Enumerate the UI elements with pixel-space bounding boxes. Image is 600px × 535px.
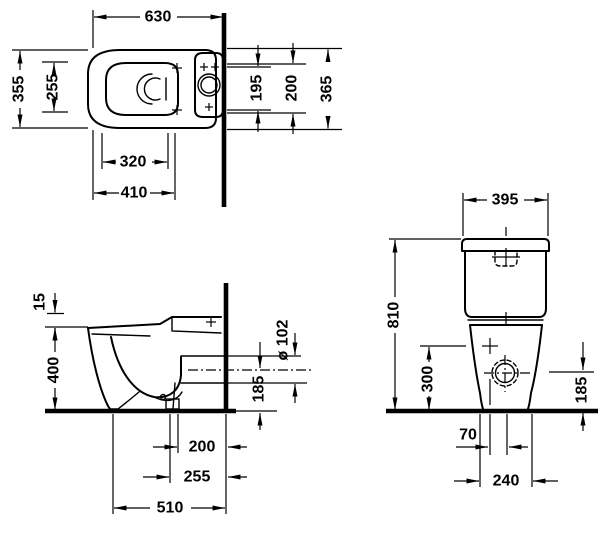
front-view-extension-lines: [389, 193, 594, 487]
dim-label-255-top: 255: [45, 74, 62, 101]
toilet-side-profile: [87, 316, 225, 410]
flush-valve-circle-outer: [197, 73, 221, 97]
dimension-355: 355: [11, 51, 28, 127]
dimension-240: 240: [454, 473, 558, 490]
dim-label-400: 400: [46, 357, 63, 384]
dim-label-320: 320: [120, 154, 147, 171]
dim-label-395: 395: [492, 192, 519, 209]
cistern-fixing-markers: [200, 63, 219, 111]
dimension-410: 410: [94, 185, 174, 202]
side-view: 15 400 ø 102 185 200 255: [32, 283, 311, 517]
dimension-510: 510: [114, 500, 225, 517]
dim-label-810: 810: [386, 302, 403, 329]
dim-label-510: 510: [157, 500, 184, 517]
top-view-extension-lines: [12, 10, 342, 200]
dim-label-240: 240: [493, 473, 520, 490]
dimension-255-top: 255: [45, 63, 62, 111]
dim-label-70: 70: [459, 427, 477, 444]
dim-label-195: 195: [249, 75, 266, 102]
dimension-outlet-diameter: ø 102: [275, 319, 298, 403]
dim-label-355: 355: [11, 76, 28, 103]
dimension-15: 15: [32, 293, 58, 341]
bowl-opening-outline: [105, 62, 179, 116]
front-view: 395 810 300 185 70 240: [386, 192, 598, 490]
dim-label-255-side: 255: [184, 469, 211, 486]
dimension-200-top: 200: [284, 43, 301, 134]
dim-label-185-front: 185: [574, 377, 591, 404]
flush-valve-circle-inner: [200, 76, 218, 94]
dimension-70: 70: [456, 427, 528, 450]
cistern-outline-top: [194, 52, 224, 118]
dimension-185-side: 185: [251, 342, 268, 430]
dimension-630: 630: [94, 9, 223, 26]
dim-label-200-side: 200: [189, 439, 216, 456]
dim-label-630: 630: [145, 9, 172, 26]
fixing-detail-box: [165, 398, 180, 410]
dim-label-410: 410: [121, 185, 148, 202]
dimension-195: 195: [249, 45, 266, 132]
supply-connection-marker: [482, 338, 498, 354]
dimension-320: 320: [103, 154, 167, 171]
dim-label-365: 365: [319, 76, 336, 103]
dimension-365: 365: [319, 49, 336, 129]
dim-label-200-top: 200: [284, 75, 301, 102]
seat-hinge-marker: [206, 317, 216, 327]
dimension-400: 400: [46, 328, 63, 410]
dimension-300: 300: [420, 347, 437, 410]
flush-button-cross: [492, 248, 520, 266]
cistern-lid: [461, 238, 550, 252]
outlet-centerlines-front: [484, 355, 531, 392]
dim-label-outlet-diameter: ø 102: [275, 319, 292, 360]
dimension-810: 810: [386, 240, 403, 410]
top-view: 630 355 255 320 410 195: [11, 9, 342, 207]
dim-label-15: 15: [32, 293, 49, 311]
seat-outline: [87, 49, 217, 129]
dim-label-185-side: 185: [251, 376, 268, 403]
side-view-extension-lines: [45, 312, 311, 514]
dim-label-300: 300: [420, 366, 437, 393]
water-surface: [136, 73, 167, 105]
dimension-395: 395: [464, 192, 547, 209]
dimension-185-front: 185: [574, 342, 591, 431]
fixing-hole: [159, 393, 167, 401]
seat-fixing-markers: [172, 63, 182, 115]
dimension-255-side: 255: [143, 469, 247, 486]
dimension-200-side: 200: [153, 439, 247, 456]
